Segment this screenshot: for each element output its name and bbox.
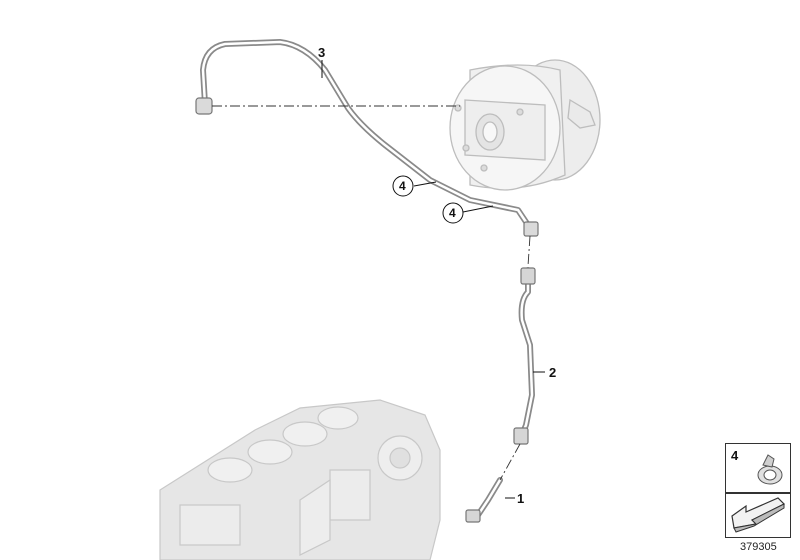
legend-clip-box: 4 (725, 443, 791, 493)
line-connector-top (520, 267, 536, 285)
document-id: 379305 (740, 541, 777, 553)
hose-short-highlight (476, 478, 502, 517)
callout-circle-4b (442, 202, 464, 224)
hose-end-fitting-right (523, 221, 539, 237)
legend-arrow-box (725, 493, 791, 538)
hose-clip-icon (757, 454, 783, 485)
vacuum-line-lower-highlight (518, 268, 534, 442)
leader-lines (321, 60, 545, 499)
vacuum-hose-upper-highlight (201, 40, 532, 230)
legend-item-number: 4 (731, 448, 739, 463)
brake-booster (449, 59, 601, 191)
engine-block-ghost (159, 399, 441, 560)
callout-part-2: 2 (549, 365, 556, 380)
callout-part-4a: 4 (399, 179, 406, 193)
line-connector-bottom (513, 427, 529, 445)
arrow-marker-icon (731, 497, 786, 533)
hose-short-fitting (465, 509, 481, 523)
callout-circle-4a (392, 175, 414, 197)
assembly-centerlines (212, 105, 531, 481)
hose-end-fitting-left (195, 97, 213, 115)
callout-part-3: 3 (318, 45, 325, 60)
callout-part-4b: 4 (449, 206, 456, 220)
callout-part-1: 1 (517, 491, 524, 506)
